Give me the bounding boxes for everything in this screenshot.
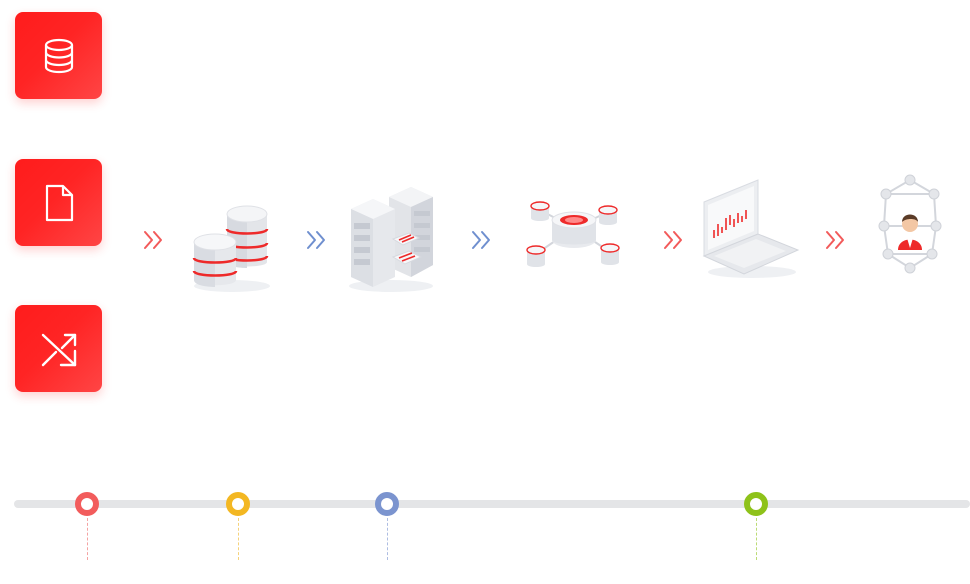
chevron-right-icon	[472, 231, 490, 249]
chevron-right-icon	[144, 231, 162, 249]
chevron-right-icon	[664, 231, 682, 249]
chevron-right-icon	[826, 231, 844, 249]
timeline-marker-blue[interactable]	[375, 492, 399, 516]
timeline-connector	[87, 518, 88, 560]
document-icon	[45, 184, 73, 221]
timeline-marker-yellow[interactable]	[226, 492, 250, 516]
timeline-connector	[756, 518, 757, 560]
timeline-marker-green[interactable]	[744, 492, 768, 516]
database-tile[interactable]	[15, 12, 102, 99]
shuffle-icon	[41, 333, 76, 366]
analytics-laptop-illustration	[702, 179, 800, 278]
timeline-marker-red[interactable]	[75, 492, 99, 516]
timeline-connector	[387, 518, 388, 560]
shuffle-tile[interactable]	[15, 305, 102, 392]
distributed-nodes-illustration	[526, 201, 620, 267]
document-tile[interactable]	[15, 159, 102, 246]
timeline-connector	[238, 518, 239, 560]
server-cabinet-illustration	[349, 187, 433, 292]
database-stack-illustration	[192, 205, 270, 292]
chevron-right-icon	[307, 231, 325, 249]
timeline-track	[14, 500, 970, 508]
database-icon	[44, 38, 73, 73]
user-network-illustration	[878, 174, 942, 274]
